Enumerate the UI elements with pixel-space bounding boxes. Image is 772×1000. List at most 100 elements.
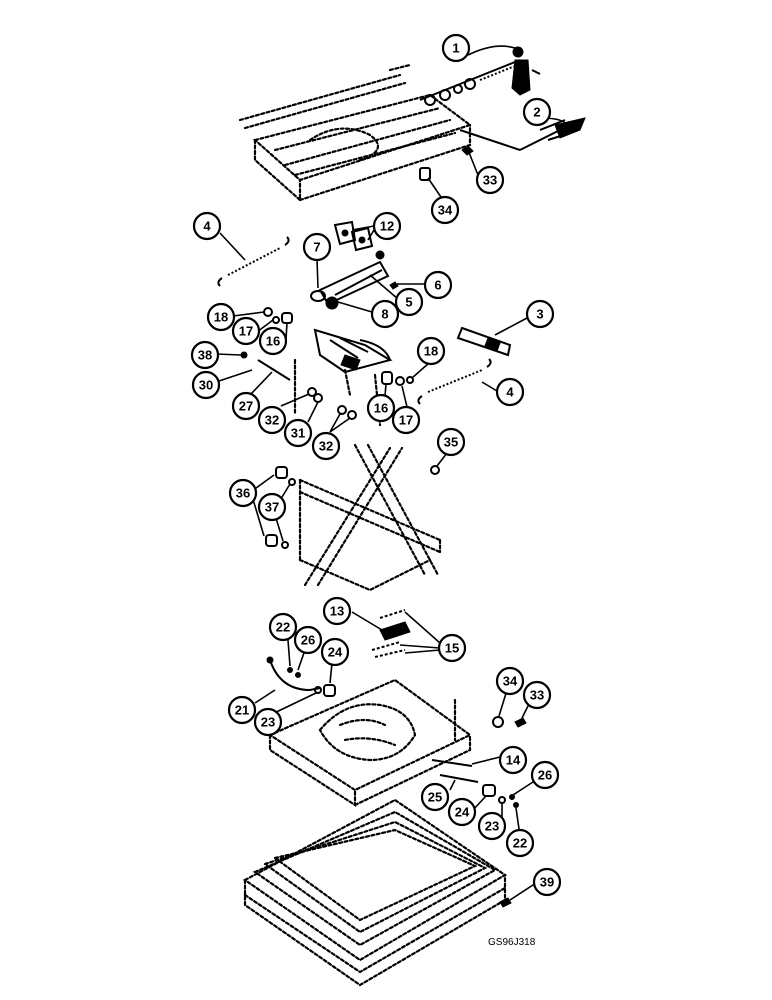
- ring-17-right: [395, 376, 405, 386]
- callout-22: 22: [268, 612, 298, 642]
- svg-text:34: 34: [438, 203, 453, 218]
- callout-22-lower: 22: [505, 828, 535, 858]
- callout-18: 18: [206, 302, 236, 332]
- callout-16: 16: [258, 326, 288, 356]
- svg-text:35: 35: [444, 435, 458, 450]
- callout-32-right: 32: [311, 431, 341, 461]
- adjuster-handle-1: [419, 46, 541, 151]
- svg-text:8: 8: [381, 307, 388, 322]
- svg-text:24: 24: [455, 805, 470, 820]
- ring-37b: [281, 541, 289, 549]
- cable-21: [266, 656, 321, 692]
- callout-27: 27: [231, 391, 261, 421]
- clip-26: [295, 672, 301, 678]
- svg-text:23: 23: [485, 819, 499, 834]
- svg-text:13: 13: [330, 604, 344, 619]
- bushing-8: [325, 296, 339, 310]
- svg-text:36: 36: [236, 486, 250, 501]
- callout-25: 25: [420, 782, 450, 812]
- svg-text:3: 3: [536, 307, 543, 322]
- washer-31: [313, 393, 323, 403]
- callout-6: 6: [423, 270, 453, 300]
- svg-text:26: 26: [301, 633, 315, 648]
- callout-16-right: 16: [366, 393, 396, 423]
- ring-23: [314, 686, 322, 694]
- svg-text:32: 32: [265, 413, 279, 428]
- scissor-frame: [298, 443, 442, 592]
- svg-text:15: 15: [445, 641, 459, 656]
- callout-21: 21: [227, 695, 257, 725]
- svg-text:16: 16: [266, 334, 280, 349]
- adjuster-lever-2: [519, 117, 586, 151]
- nut-34-lower: [492, 716, 504, 728]
- ring-23-lower: [498, 796, 506, 804]
- callout-35: 35: [436, 427, 466, 457]
- bushing-24-lower: [482, 784, 496, 797]
- bushing-16-right: [381, 371, 393, 385]
- callout-5: 5: [394, 287, 424, 317]
- callout-2: 2: [522, 97, 552, 127]
- washer-32c: [347, 410, 357, 420]
- bar-14: [431, 759, 473, 767]
- svg-text:6: 6: [434, 278, 441, 293]
- svg-text:7: 7: [313, 240, 320, 255]
- bushing-24: [323, 684, 336, 697]
- bolt-33-lower: [514, 717, 527, 728]
- clip-38: [240, 351, 248, 359]
- callout-12: 12: [372, 211, 402, 241]
- callout-34-lower: 34: [495, 666, 525, 696]
- callout-33-lower: 33: [522, 680, 552, 710]
- svg-text:39: 39: [540, 875, 554, 890]
- svg-text:5: 5: [405, 295, 412, 310]
- seat-slide-rail: [238, 63, 473, 203]
- pin-25: [439, 774, 479, 783]
- clip-22: [287, 667, 293, 673]
- callout-24: 24: [320, 637, 350, 667]
- svg-text:21: 21: [235, 703, 249, 718]
- plate-13: [379, 621, 411, 641]
- callout-3: 3: [525, 299, 555, 329]
- washer-18-right: [406, 376, 414, 384]
- svg-text:25: 25: [428, 790, 442, 805]
- washer-32b: [337, 405, 347, 415]
- callout-13: 13: [322, 596, 352, 626]
- callout-15: 15: [437, 633, 467, 663]
- svg-text:17: 17: [399, 413, 413, 428]
- gas-cylinder-5: [310, 250, 390, 306]
- svg-text:24: 24: [328, 645, 343, 660]
- svg-text:18: 18: [424, 344, 438, 359]
- callout-32-left: 32: [257, 405, 287, 435]
- svg-text:33: 33: [530, 688, 544, 703]
- svg-text:27: 27: [239, 399, 253, 414]
- ring-37a: [288, 478, 296, 486]
- lever-3: [456, 326, 512, 357]
- svg-text:31: 31: [291, 426, 305, 441]
- drawing-reference: GS96J318: [488, 937, 536, 948]
- svg-text:12: 12: [380, 219, 394, 234]
- nut-34: [419, 167, 431, 181]
- ring-17: [272, 316, 280, 324]
- callout-38: 38: [190, 340, 220, 370]
- clip-26-lower: [509, 794, 515, 800]
- washer-18: [263, 307, 273, 317]
- seat-base-frame: [267, 678, 473, 808]
- svg-text:14: 14: [506, 753, 521, 768]
- svg-text:37: 37: [265, 500, 279, 515]
- callout-4: 4: [192, 211, 222, 241]
- clip-6: [389, 281, 399, 290]
- callout-17: 17: [231, 316, 261, 346]
- leader-lines: [215, 45, 566, 901]
- callout-14: 14: [498, 745, 528, 775]
- screw-39: [499, 897, 512, 908]
- svg-text:32: 32: [319, 439, 333, 454]
- callout-33: 33: [475, 165, 505, 195]
- callout-1: 1: [441, 33, 471, 63]
- callout-30: 30: [191, 370, 221, 400]
- callout-26-lower: 26: [530, 760, 560, 790]
- svg-text:30: 30: [199, 378, 213, 393]
- bellows-cover: [242, 798, 508, 987]
- bushing-36a: [275, 466, 288, 479]
- svg-text:23: 23: [261, 715, 275, 730]
